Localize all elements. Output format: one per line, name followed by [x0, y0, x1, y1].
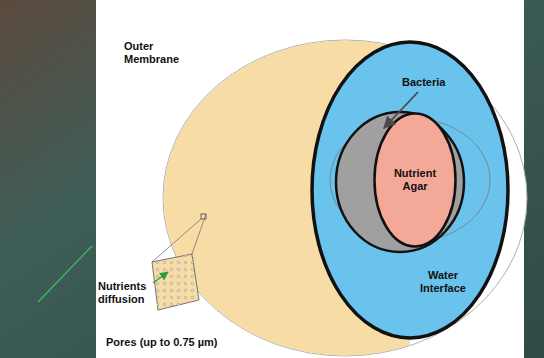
- diffusion-arrow: [153, 272, 168, 283]
- text-holder: Outer Membrane: [124, 40, 190, 65]
- membrane-detail-box: [201, 214, 206, 219]
- text-holder: Nutrient Agar: [384, 167, 446, 192]
- membrane-label: Outer Membrane: [124, 40, 190, 65]
- agar-ellipse: [375, 114, 456, 247]
- outer-membrane-outline: [163, 40, 527, 356]
- water-ellipse: [312, 42, 508, 338]
- part-label: Nutrients diffusion: [98, 280, 152, 305]
- text-holder: Water Interface: [408, 269, 478, 294]
- region-label: Water Interface: [408, 269, 478, 294]
- zoom-line: [152, 219, 201, 262]
- region-label: Nutrient Agar: [384, 167, 446, 192]
- pores: [152, 254, 199, 310]
- nutrient-agar: Nutrient Agar: [373, 112, 457, 248]
- bacteria-arrow: [384, 92, 418, 128]
- part-label: Bacteria: [402, 76, 472, 89]
- dimension-label: Pores (up to 0.75 µm): [106, 336, 266, 349]
- decor-line: [38, 246, 92, 302]
- outer-membrane-fill: [164, 41, 411, 356]
- zoom-line: [192, 214, 206, 254]
- membrane-patch: [152, 254, 199, 310]
- label-holder: Bacteria: [402, 76, 472, 89]
- label-holder: Pores (up to 0.75 µm): [106, 336, 266, 349]
- label-holder: Nutrients diffusion: [98, 280, 152, 305]
- outer-membrane: Nutrient AgarWater InterfaceOuter Membra…: [163, 40, 527, 356]
- bacteria-layer: [336, 112, 464, 252]
